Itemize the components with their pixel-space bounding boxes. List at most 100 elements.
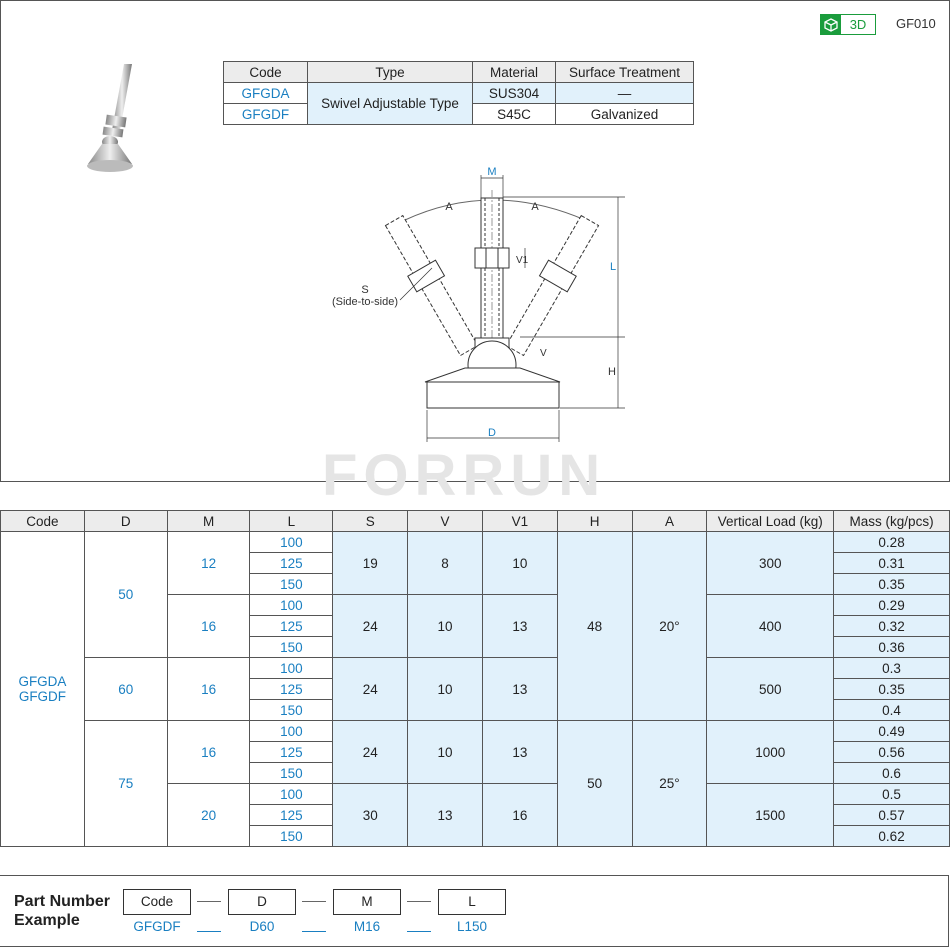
spec-table: Code D M L S V V1 H A Vertical Load (kg)… [0,510,950,847]
product-code: GF010 [896,16,936,31]
v-cell: 10 [407,594,483,658]
l-cell: 125 [249,741,334,763]
v-cell: 10 [407,657,483,721]
s-cell: 30 [332,783,409,847]
mass-cell: 0.62 [833,825,950,847]
load-cell: 1000 [706,720,835,784]
l-cell: 100 [249,531,334,553]
v1-cell: 10 [481,531,558,595]
spec-header: H [556,510,633,532]
mass-cell: 0.56 [833,741,950,763]
dim-h: H [608,366,616,378]
mass-cell: 0.5 [833,783,950,805]
dim-v: V [540,348,547,359]
mass-cell: 0.32 [833,615,950,637]
h-cell: 50 [556,720,633,847]
m-cell: 16 [166,720,251,784]
code-cell: GFGDA [223,82,308,104]
dim-s-note: (Side-to-side) [332,296,398,308]
spec-header: L [249,510,334,532]
3d-badge[interactable]: 3D [820,14,876,35]
l-cell: 150 [249,762,334,784]
v-cell: 13 [407,783,483,847]
mass-cell: 0.36 [833,636,950,658]
m-cell: 12 [166,531,251,595]
mass-cell: 0.57 [833,804,950,826]
mass-cell: 0.4 [833,699,950,721]
header-surface: Surface Treatment [555,61,694,83]
m-cell: 20 [166,783,251,847]
v1-cell: 13 [481,594,558,658]
mass-cell: 0.6 [833,762,950,784]
s-cell: 24 [332,594,409,658]
header-type: Type [307,61,473,83]
l-cell: 100 [249,657,334,679]
d-cell: 50 [83,531,168,658]
m-cell: 16 [166,594,251,658]
l-cell: 100 [249,594,334,616]
v1-cell: 16 [481,783,558,847]
load-cell: 500 [706,657,835,721]
v-cell: 8 [407,531,483,595]
dim-a-left: A [445,201,453,213]
dim-m: M [487,166,496,178]
treatment-cell: Galvanized [555,103,694,125]
v-cell: 10 [407,720,483,784]
load-cell: 400 [706,594,835,658]
mass-cell: 0.35 [833,678,950,700]
dim-s: S [361,284,368,296]
load-cell: 300 [706,531,835,595]
l-cell: 150 [249,573,334,595]
code-line: GFGDF [18,689,67,704]
l-cell: 125 [249,552,334,574]
header-material: Material [472,61,556,83]
l-cell: 125 [249,678,334,700]
dim-l: L [610,261,616,273]
load-cell: 1500 [706,783,835,847]
l-cell: 125 [249,615,334,637]
value-code: GFGDF [133,919,181,934]
s-cell: 24 [332,720,409,784]
mass-cell: 0.3 [833,657,950,679]
d-cell: 75 [83,720,168,847]
header-code: Code [223,61,308,83]
material-cell: S45C [472,103,556,125]
h-cell: 48 [556,531,633,721]
dim-a-right: A [531,201,539,213]
field-code: Code [123,889,191,915]
code-line: GFGDA [18,674,67,689]
field-l: L [438,889,506,915]
mass-cell: 0.29 [833,594,950,616]
title-line: Part Number [14,893,111,910]
code-cell: GFGDF [223,103,308,125]
s-cell: 24 [332,657,409,721]
dim-v1: V1 [516,255,529,266]
watermark-logo: FORRUN [322,443,607,508]
l-cell: 100 [249,783,334,805]
l-cell: 150 [249,699,334,721]
v1-cell: 13 [481,720,558,784]
spec-header: Vertical Load (kg) [706,510,835,532]
a-cell: 25° [631,720,708,847]
type-cell: Swivel Adjustable Type [307,82,473,125]
part-number-panel: Part Number Example Code D M L GFGDF D60… [0,875,949,947]
title-line: Example [14,912,80,929]
field-m: M [333,889,401,915]
material-cell: SUS304 [472,82,556,104]
type-table: Code Type Material Surface Treatment GFG… [223,61,694,125]
d-cell: 60 [83,657,168,721]
cube-icon [821,15,841,34]
field-d: D [228,889,296,915]
technical-drawing: M A A L V1 V H D S (Side-to-side) [332,166,625,442]
m-cell: 16 [166,657,251,721]
spec-header: A [631,510,708,532]
spec-header: Code [0,510,85,532]
value-l: L150 [456,919,488,934]
dim-d: D [488,427,496,439]
l-cell: 125 [249,804,334,826]
3d-label: 3D [849,17,867,32]
mass-cell: 0.49 [833,720,950,742]
treatment-cell: — [555,82,694,104]
l-cell: 100 [249,720,334,742]
part-number-title: Part Number Example [14,892,110,930]
